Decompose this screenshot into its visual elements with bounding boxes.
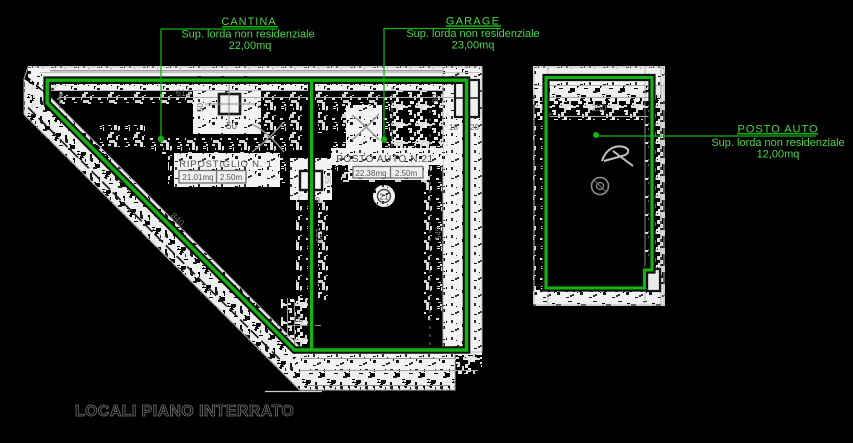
svg-text:22,00mq: 22,00mq [229, 40, 272, 52]
svg-text:20: 20 [470, 123, 479, 132]
svg-text:POSTO AUTO N.21: POSTO AUTO N.21 [336, 154, 434, 165]
svg-text:LOCALI PIANO INTERRATO: LOCALI PIANO INTERRATO [75, 403, 294, 420]
svg-text:2.50m: 2.50m [220, 173, 243, 182]
svg-text:250: 250 [591, 103, 606, 113]
svg-text:Sup. lorda non residenziale: Sup. lorda non residenziale [406, 28, 539, 40]
svg-text:627: 627 [315, 228, 324, 242]
svg-text:549: 549 [434, 226, 443, 240]
svg-text:POSTO AUTO: POSTO AUTO [737, 124, 818, 136]
svg-text:CANTINA: CANTINA [221, 16, 276, 28]
svg-text:16: 16 [293, 314, 303, 324]
svg-text:GARAGE: GARAGE [446, 16, 500, 28]
svg-text:Sup. lorda non residenziale: Sup. lorda non residenziale [711, 137, 844, 149]
svg-text:21.01mq: 21.01mq [182, 173, 213, 182]
svg-text:22.38mq: 22.38mq [355, 169, 386, 178]
svg-text:90: 90 [431, 94, 440, 103]
svg-text:23,00mq: 23,00mq [452, 40, 495, 52]
svg-text:49: 49 [311, 196, 320, 205]
svg-text:Sup. lorda non residenziale: Sup. lorda non residenziale [181, 29, 314, 41]
svg-text:RIPOSTIGLIO N. 1: RIPOSTIGLIO N. 1 [179, 159, 273, 170]
svg-text:21: 21 [380, 193, 389, 202]
svg-text:50: 50 [226, 121, 238, 132]
svg-text:50: 50 [324, 175, 333, 184]
svg-text:18: 18 [449, 123, 458, 132]
svg-text:613: 613 [176, 88, 191, 98]
svg-text:12,00mq: 12,00mq [757, 149, 800, 161]
svg-text:2.50m: 2.50m [395, 169, 418, 178]
svg-text:50: 50 [196, 103, 205, 112]
